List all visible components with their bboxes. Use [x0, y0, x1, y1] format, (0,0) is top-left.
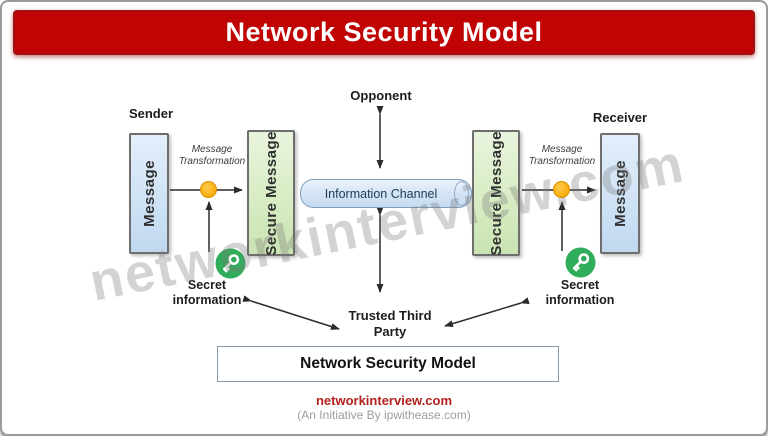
sender-secret-line2: information — [172, 293, 242, 307]
sender-message-box: Message — [129, 133, 169, 254]
sender-message-box-label: Message — [140, 160, 158, 227]
title-banner: Network Security Model — [13, 10, 755, 55]
receiver-message-transformation-label: Message Transformation — [516, 144, 608, 168]
receiver-secure-message-box: Secure Message — [472, 130, 520, 256]
sender-secure-message-box: Secure Message — [247, 130, 295, 256]
model-caption-label: Network Security Model — [300, 355, 476, 372]
receiver-secret-line2: information — [545, 293, 615, 307]
receiver-message-box: Message — [600, 133, 640, 254]
ttp-line1: Trusted Third — [348, 308, 432, 323]
receiver-key-icon — [565, 247, 596, 278]
information-channel: Information Channel — [300, 179, 472, 208]
footer-site-link[interactable]: networkinterview.com — [315, 393, 453, 408]
ttp-right-diagonal-arrow — [444, 297, 530, 328]
sender-secret-information-label: Secret information — [162, 278, 252, 308]
receiver-transformation-dot-icon — [553, 181, 570, 198]
model-caption-box: Network Security Model — [217, 346, 559, 382]
footer-tagline: (An Initiative By ipwithease.com) — [297, 408, 471, 422]
receiver-secure-message-box-label: Secure Message — [487, 130, 505, 256]
sender-mt-line1: Message — [191, 144, 233, 155]
sender-secure-message-box-label: Secure Message — [262, 130, 280, 256]
sender-label: Sender — [128, 106, 174, 121]
receiver-secret-information-label: Secret information — [535, 278, 625, 308]
receiver-label: Receiver — [592, 110, 648, 125]
sender-secret-line1: Secret — [187, 278, 227, 292]
ttp-left-diagonal-arrow — [242, 295, 340, 330]
trusted-third-party-label: Trusted Third Party — [332, 308, 448, 340]
sender-mt-line2: Transformation — [178, 156, 246, 167]
ttp-line2: Party — [373, 324, 407, 339]
sender-message-transformation-label: Message Transformation — [166, 144, 258, 168]
receiver-mt-line2: Transformation — [528, 156, 596, 167]
receiver-secret-line1: Secret — [560, 278, 600, 292]
receiver-mt-line1: Message — [541, 144, 583, 155]
sender-transformation-dot-icon — [200, 181, 217, 198]
page-title: Network Security Model — [225, 17, 543, 47]
information-channel-label: Information Channel — [324, 186, 438, 201]
sender-key-icon — [215, 248, 246, 279]
opponent-label: Opponent — [350, 88, 412, 103]
receiver-message-box-label: Message — [611, 160, 629, 227]
cylinder-cap — [454, 181, 469, 206]
